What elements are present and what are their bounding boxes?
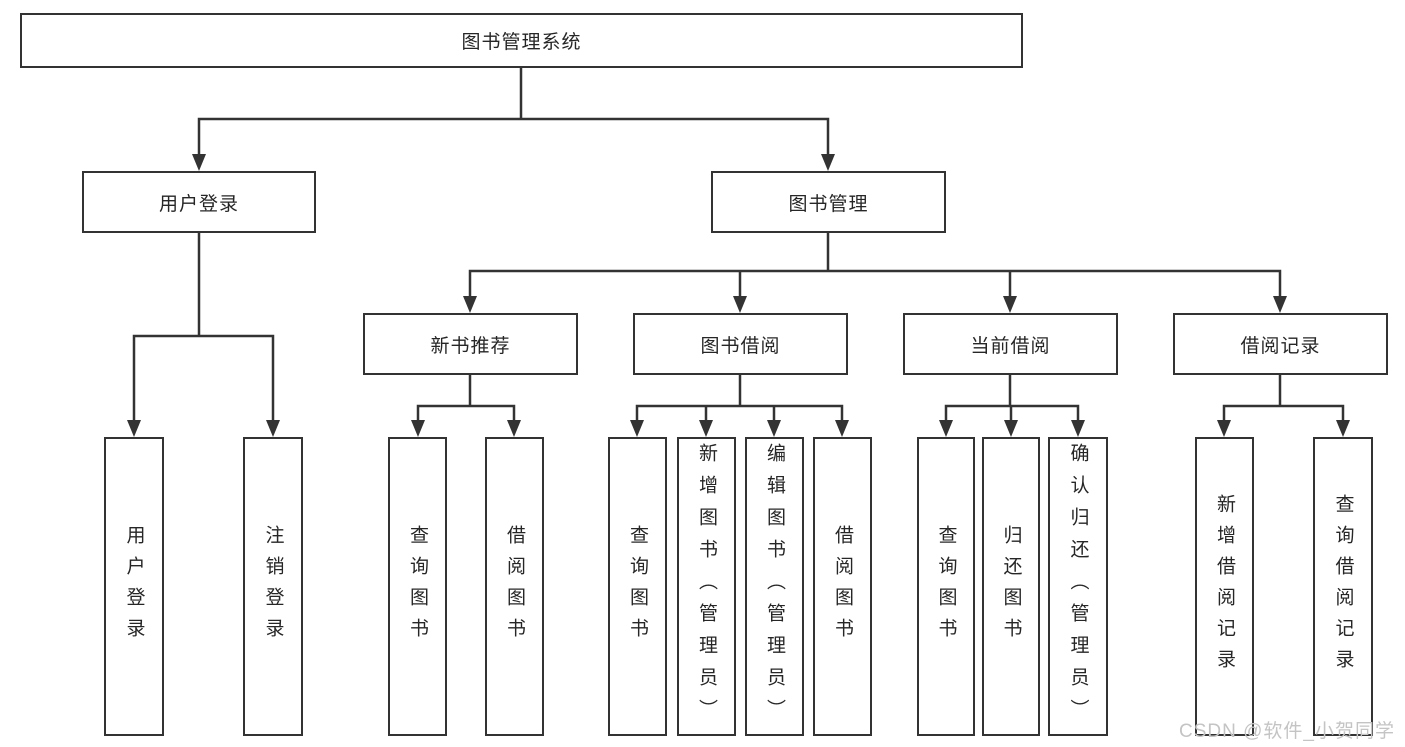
node-new-book-recommend: 新书推荐 (363, 313, 578, 375)
leaf-confirm-return-admin: 确认归还（管理员） (1048, 437, 1108, 736)
node-book-borrow: 图书借阅 (633, 313, 848, 375)
node-book-management: 图书管理 (711, 171, 946, 233)
leaf-return-book: 归还图书 (982, 437, 1040, 736)
leaf-add-borrow-record: 新增借阅记录 (1195, 437, 1254, 736)
node-root-library-system: 图书管理系统 (20, 13, 1023, 68)
leaf-add-book-admin: 新增图书（管理员） (677, 437, 736, 736)
leaf-borrow-book-recommend: 借阅图书 (485, 437, 544, 736)
node-borrow-record: 借阅记录 (1173, 313, 1388, 375)
leaf-query-book-recommend: 查询图书 (388, 437, 447, 736)
leaf-logout: 注销登录 (243, 437, 303, 736)
leaf-user-login: 用户登录 (104, 437, 164, 736)
node-user-login: 用户登录 (82, 171, 316, 233)
leaf-query-borrow-record: 查询借阅记录 (1313, 437, 1373, 736)
leaf-edit-book-admin: 编辑图书（管理员） (745, 437, 804, 736)
leaf-query-book-current: 查询图书 (917, 437, 975, 736)
leaf-query-book-borrow: 查询图书 (608, 437, 667, 736)
csdn-watermark: CSDN @软件_小贺同学 (1179, 721, 1395, 742)
leaf-borrow-book: 借阅图书 (813, 437, 872, 736)
node-current-borrow: 当前借阅 (903, 313, 1118, 375)
